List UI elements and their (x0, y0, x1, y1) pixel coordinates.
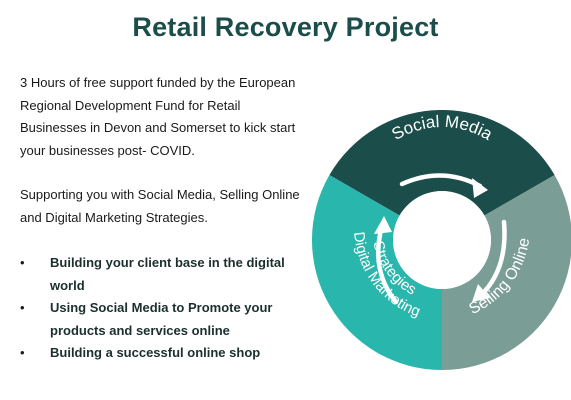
wheel-center (393, 191, 491, 289)
list-item: • Using Social Media to Promote your pro… (20, 297, 320, 342)
intro-paragraph: 3 Hours of free support funded by the Eu… (20, 75, 296, 158)
benefits-list: • Building your client base in the digit… (20, 252, 320, 365)
arrowhead-left-icon (374, 216, 392, 234)
bullet-marker: • (20, 300, 25, 315)
wheel-segment-selling-online-right (442, 175, 571, 370)
bullet-marker: • (20, 345, 25, 360)
cycle-arrows (375, 173, 507, 305)
cycle-wheel-diagram: Social Media Selling Online Digital Mark… (312, 110, 571, 370)
page-title: Retail Recovery Project (132, 12, 439, 42)
bullet-marker: • (20, 255, 25, 270)
arrow-top-icon (399, 173, 483, 189)
list-item: • Building a successful online shop (20, 342, 320, 365)
list-item: • Building your client base in the digit… (20, 252, 320, 297)
list-item-text: Building your client base in the digital… (50, 255, 285, 293)
list-item-text: Building a successful online shop (50, 345, 261, 360)
arrow-left-icon (375, 223, 399, 305)
arrowhead-top-icon (472, 178, 488, 198)
arrowhead-right-icon (472, 284, 490, 302)
arrow-right-icon (477, 219, 507, 299)
wheel-segment-digital-marketing-left (312, 175, 442, 370)
wheel-segment-social-media-top (329, 110, 555, 216)
arrow-heads (374, 178, 490, 302)
list-item-text: Using Social Media to Promote your produ… (50, 300, 273, 338)
supporting-paragraph: Supporting you with Social Media, Sellin… (20, 187, 300, 225)
